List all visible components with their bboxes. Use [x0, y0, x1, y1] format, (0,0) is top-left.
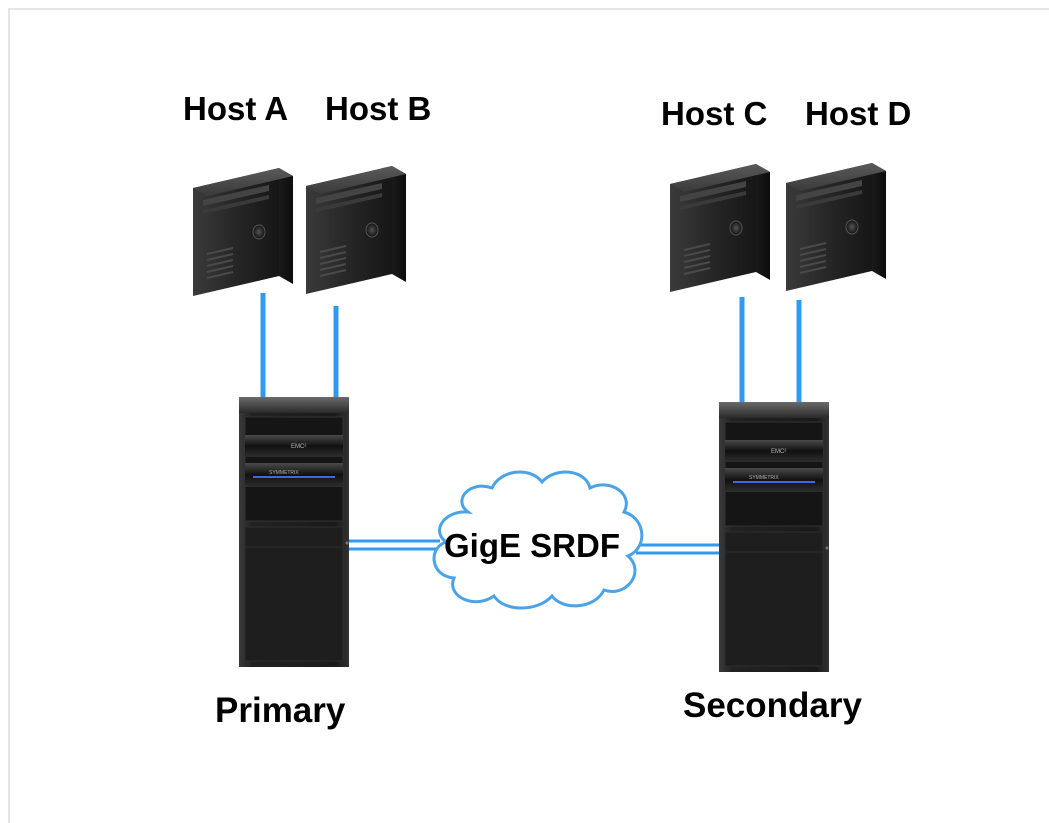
host-c-label: Host C	[661, 95, 768, 132]
host-c-server-icon	[669, 163, 771, 293]
host-b-server-icon	[305, 165, 407, 295]
srdf-link-right	[636, 543, 719, 555]
host-b-label: Host B	[325, 90, 432, 127]
diagram-frame	[8, 8, 1049, 823]
primary-label: Primary	[215, 691, 346, 730]
secondary-label: Secondary	[683, 686, 862, 725]
host-a-label: Host A	[183, 90, 289, 127]
host-d-label: Host D	[805, 95, 912, 132]
primary-array-icon	[238, 396, 350, 668]
cloud-icon	[432, 470, 644, 610]
host-d-server-icon	[785, 162, 887, 292]
link-label: GigE SRDF	[444, 527, 621, 564]
secondary-array-icon	[718, 401, 830, 673]
host-a-server-icon	[192, 167, 294, 297]
srdf-link-left	[349, 539, 440, 551]
host-connectors	[260, 293, 802, 402]
